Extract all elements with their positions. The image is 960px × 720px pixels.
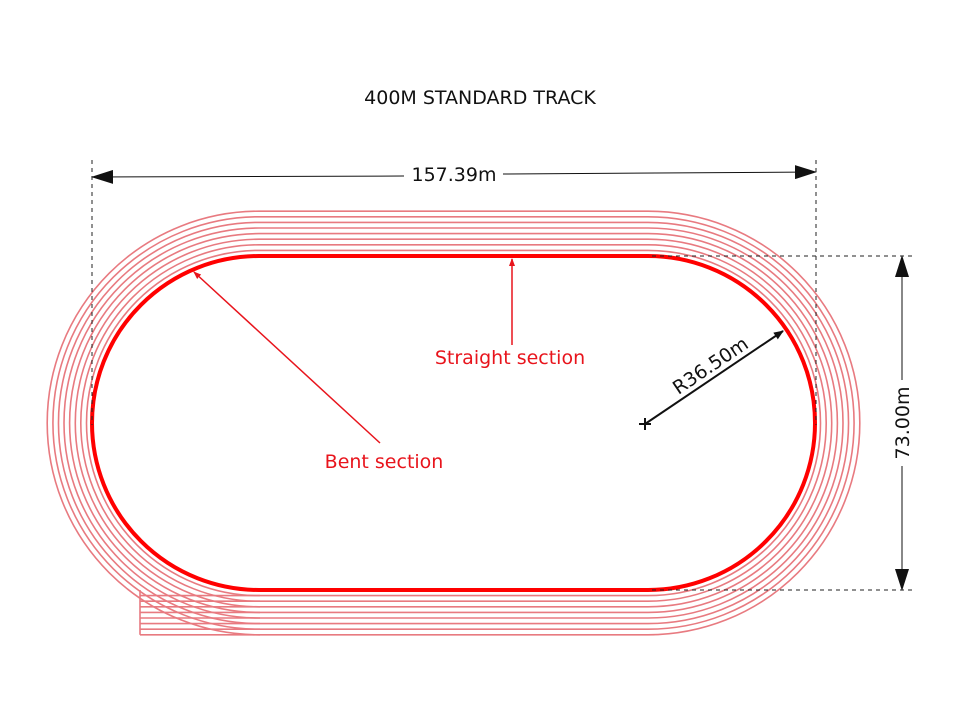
lane-line [46, 210, 861, 636]
width-dimension: 73.00m [892, 255, 914, 591]
diagram-title: 400M STANDARD TRACK [364, 87, 596, 109]
lane-line [85, 249, 822, 597]
lane-line [68, 232, 839, 614]
radius-dimension: R36.50m [639, 330, 784, 430]
lane-line [52, 216, 855, 630]
lane-line [74, 238, 833, 608]
extension-lines [91, 160, 916, 591]
lane-line [57, 221, 850, 625]
width-label: 73.00m [892, 387, 914, 460]
bent-section-annotation: Bent section [193, 271, 444, 473]
straight-section-label: Straight section [435, 347, 585, 369]
length-label: 157.39m [412, 164, 497, 186]
radius-label: R36.50m [669, 333, 753, 399]
length-dimension: 157.39m [91, 164, 817, 186]
straight-section-annotation: Straight section [435, 258, 585, 369]
bent-section-label: Bent section [325, 451, 444, 473]
center-mark-icon [639, 418, 651, 430]
lane-line [80, 244, 827, 602]
lane-line [63, 227, 844, 619]
track-lanes [46, 210, 861, 636]
inner-track-line [90, 254, 817, 592]
